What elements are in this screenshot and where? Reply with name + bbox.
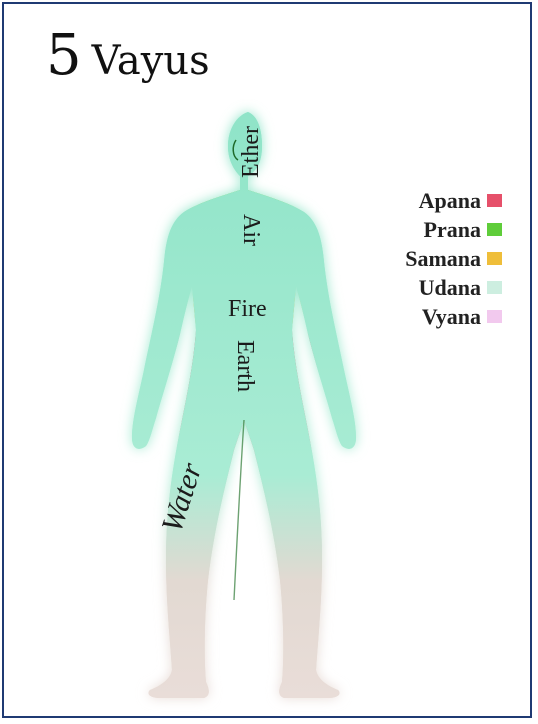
legend-item-prana: Prana: [352, 215, 502, 244]
legend-item-udana: Udana: [352, 273, 502, 302]
legend-swatch: [487, 310, 502, 323]
legend-item-samana: Samana: [352, 244, 502, 273]
region-label-earth: Earth: [232, 340, 258, 392]
legend-swatch: [487, 281, 502, 294]
region-label-air: Air: [238, 214, 264, 246]
legend-item-apana: Apana: [352, 186, 502, 215]
legend-label: Apana: [419, 188, 481, 214]
legend-swatch: [487, 194, 502, 207]
legend-label: Prana: [424, 217, 481, 243]
legend: Apana Prana Samana Udana Vyana: [352, 186, 502, 331]
legend-swatch: [487, 252, 502, 265]
legend-swatch: [487, 223, 502, 236]
region-label-fire: Fire: [228, 296, 267, 322]
region-label-ether: Ether: [238, 126, 264, 178]
legend-item-vyana: Vyana: [352, 302, 502, 331]
legend-label: Samana: [405, 246, 481, 272]
legend-label: Vyana: [422, 304, 481, 330]
legend-label: Udana: [419, 275, 481, 301]
leg-gap-line: [234, 420, 244, 600]
